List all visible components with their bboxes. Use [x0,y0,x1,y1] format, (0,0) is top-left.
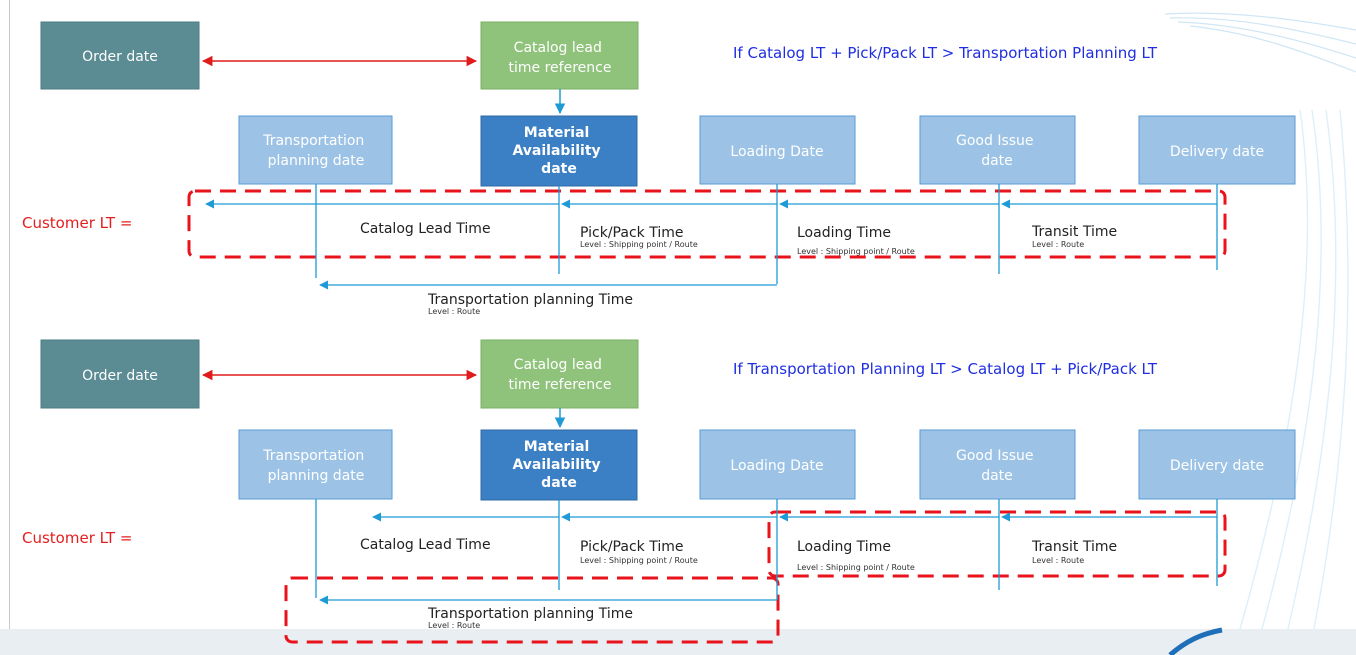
catalog-lead-time-label: Catalog Lead Time [360,537,491,553]
transportation-planning-date-label: Transportation planning date [262,448,369,484]
pick-pack-time-label: Pick/Pack Time [580,539,683,555]
good-issue-date-label: Good Issue date [956,448,1038,484]
decorative-swoosh-bottom [1168,627,1223,655]
transportation-planning-highlight [284,576,780,644]
order-date-box [40,21,200,90]
catalog-reference-label: Catalog lead time reference [509,40,612,76]
left-margin-rule [9,0,10,629]
delivery-date-label: Delivery date [1170,458,1264,474]
order-date-box [40,339,200,409]
order-date-label: Order date [82,49,158,65]
scenario-1: Order date Catalog lead time reference I… [22,21,1296,316]
pick-pack-level-label: Level : Shipping point / Route [580,556,698,565]
transportation-planning-date-label: Transportation planning date [262,133,369,169]
material-availability-date-label: Material Availability date [512,125,605,177]
catalog-reference-box [480,339,639,409]
transportation-planning-level-label: Level : Route [428,307,480,316]
transit-level-label: Level : Route [1032,240,1084,249]
transportation-planning-date-box [238,429,393,500]
loading-time-label: Loading Time [797,539,891,555]
delivery-date-label: Delivery date [1170,144,1264,160]
catalog-reference-box [480,21,639,90]
order-date-label: Order date [82,368,158,384]
customer-lt-label: Customer LT = [22,529,132,547]
scenario-2: Order date Catalog lead time reference I… [22,339,1296,644]
loading-time-label: Loading Time [797,225,891,241]
footer-bar [0,629,1356,655]
good-issue-date-label: Good Issue date [956,133,1038,169]
scenario-condition: If Transportation Planning LT > Catalog … [733,360,1158,378]
delivery-date-box [1138,429,1296,500]
loading-date-box [699,429,856,500]
decorative-swoosh-top [1164,12,1356,73]
customer-lt-label: Customer LT = [22,214,132,232]
loading-date-box [699,115,856,185]
transportation-planning-time-label: Transportation planning Time [427,292,633,308]
loading-level-label: Level : Shipping point / Route [797,563,915,572]
loading-transit-highlight [767,510,1227,578]
delivery-date-box [1138,115,1296,185]
decorative-swoosh-right [1239,109,1349,630]
transit-time-label: Transit Time [1031,539,1117,555]
catalog-lead-time-label: Catalog Lead Time [360,221,491,237]
good-issue-date-box [919,429,1076,500]
customer-lt-highlight [187,189,1227,259]
transit-level-label: Level : Route [1032,556,1084,565]
material-availability-date-label: Material Availability date [512,439,605,491]
loading-date-label: Loading Date [730,458,823,474]
catalog-reference-label: Catalog lead time reference [509,357,612,393]
pick-pack-time-label: Pick/Pack Time [580,225,683,241]
loading-date-label: Loading Date [730,144,823,160]
pick-pack-level-label: Level : Shipping point / Route [580,240,698,249]
transportation-planning-level-label: Level : Route [428,621,480,630]
transportation-planning-date-box [238,115,393,185]
good-issue-date-box [919,115,1076,185]
transit-time-label: Transit Time [1031,224,1117,240]
transportation-planning-time-label: Transportation planning Time [427,606,633,622]
loading-level-label: Level : Shipping point / Route [797,247,915,256]
material-availability-date-box [480,429,638,501]
scenario-condition: If Catalog LT + Pick/Pack LT > Transport… [733,44,1158,62]
